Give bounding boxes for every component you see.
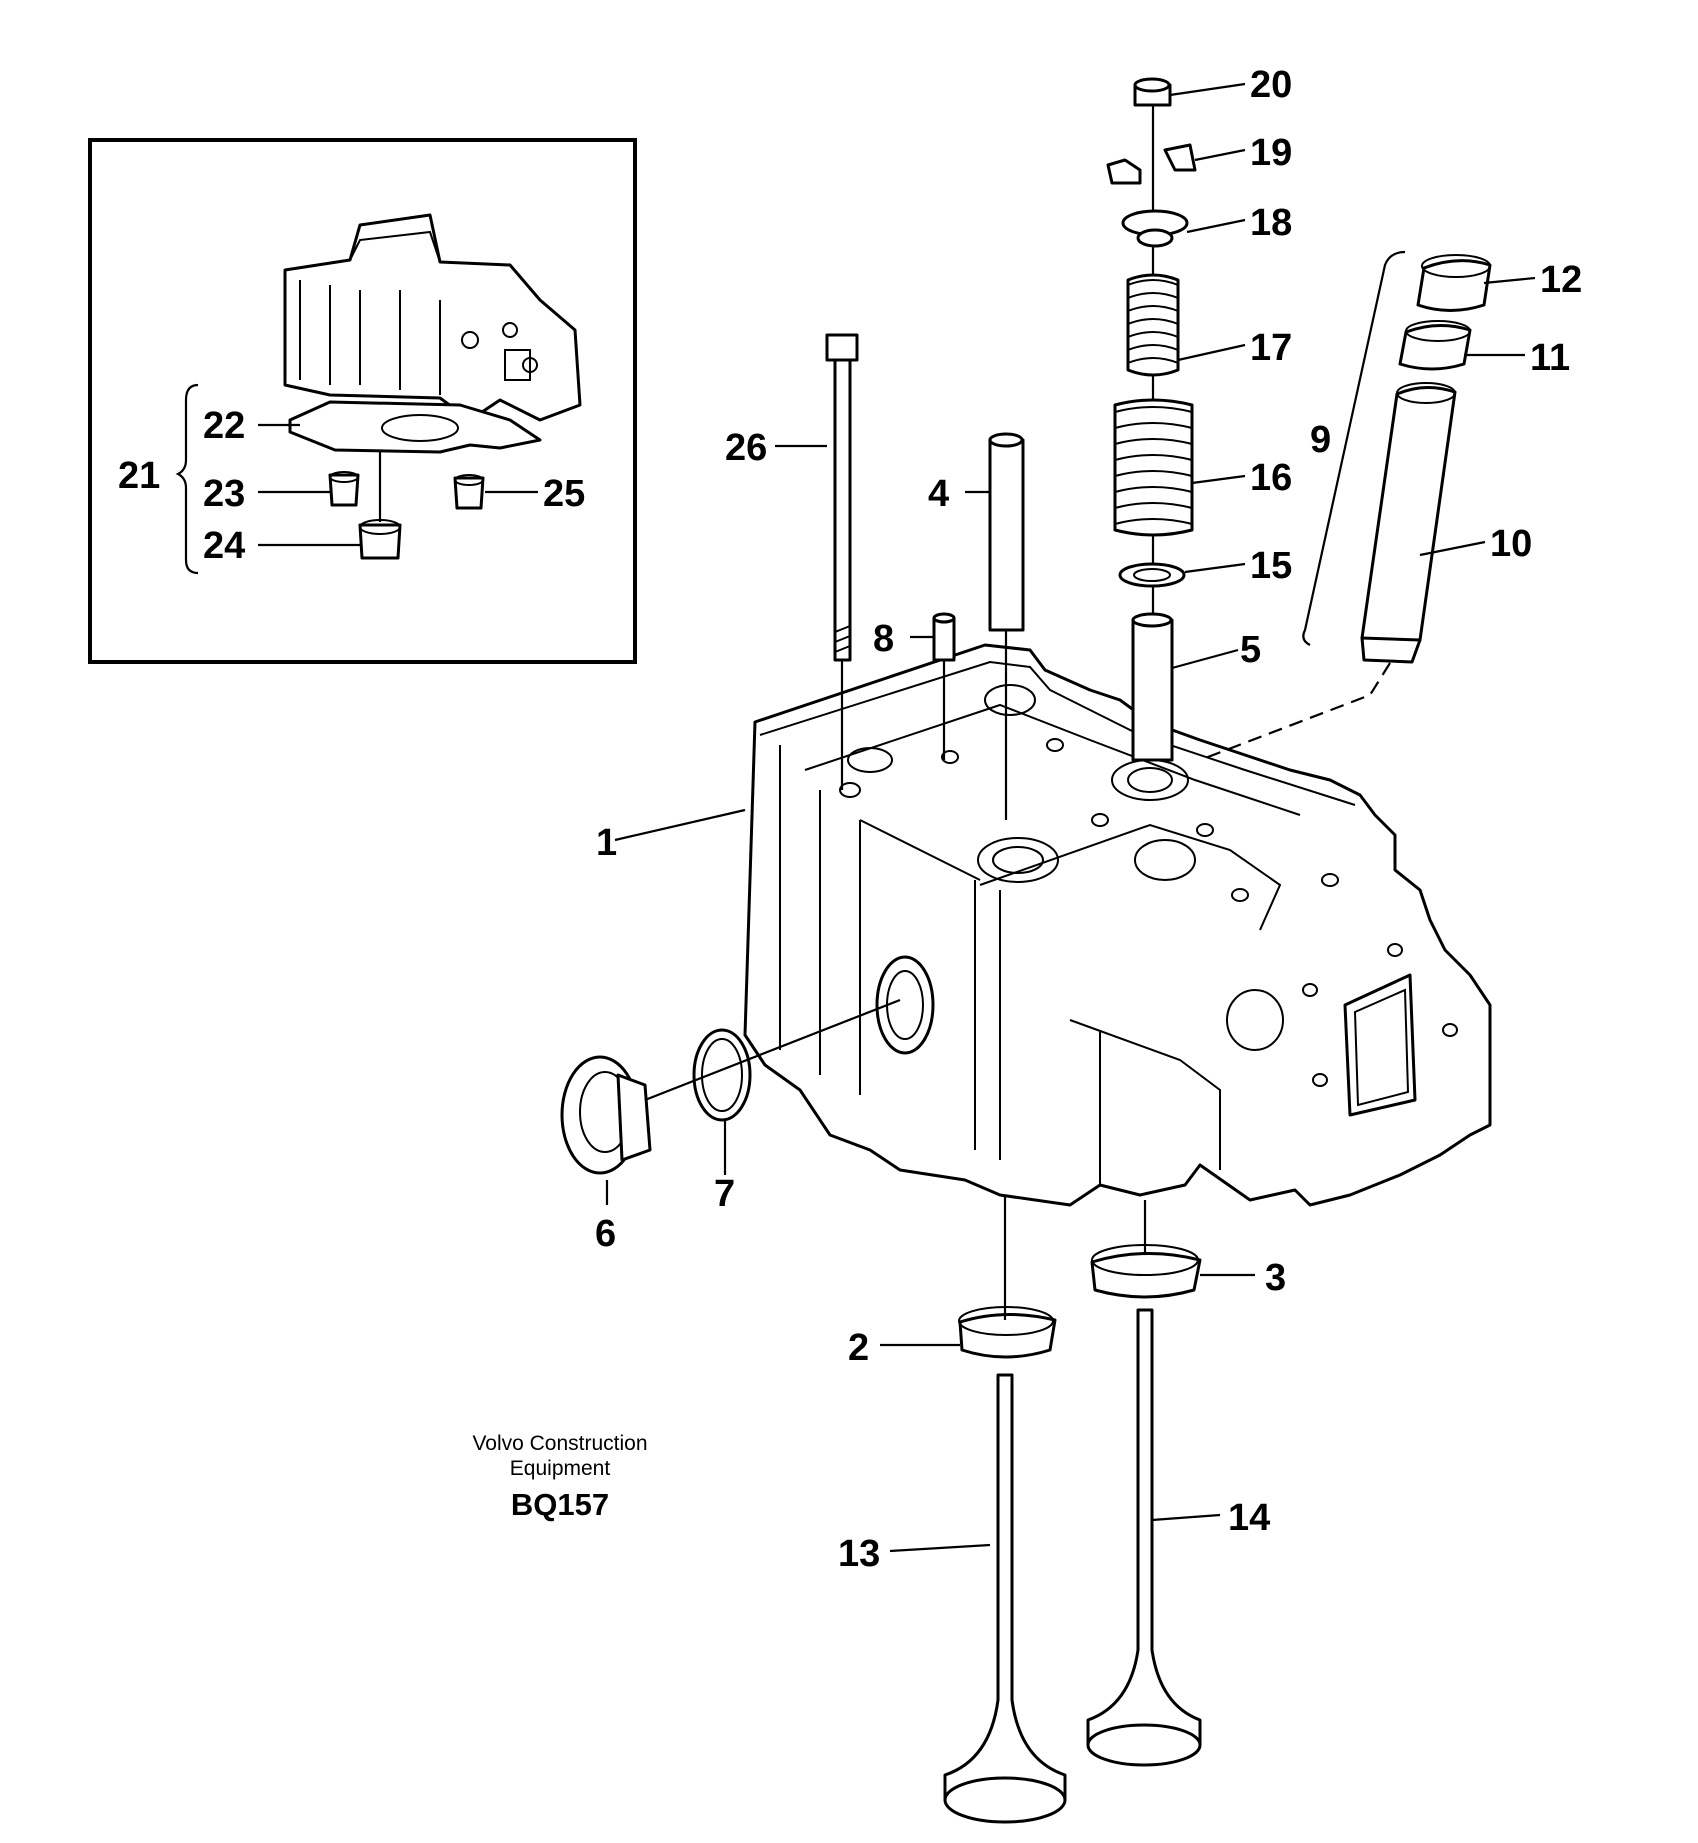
valve-guide-4: [988, 432, 1025, 820]
valve-14: [1086, 1308, 1202, 1767]
valve-guide-5: [1131, 612, 1174, 762]
callout-14: 14: [1228, 1497, 1270, 1539]
valve-seat-2: [958, 1306, 1057, 1359]
callout-15: 15: [1250, 545, 1292, 587]
callout-26: 26: [725, 427, 767, 469]
inset-plug-24: [358, 519, 402, 560]
callout-9: 9: [1310, 419, 1331, 461]
caption-equipment: Equipment: [510, 1457, 611, 1480]
callout-13: 13: [838, 1533, 880, 1575]
spring-seat-15: [1118, 562, 1186, 588]
callout-3: 3: [1265, 1257, 1286, 1299]
callout-labels: 1 2 3 4 5 6 7 8 9 10 11 12 13 14 15 16 1…: [118, 64, 1582, 1575]
callout-8: 8: [873, 618, 894, 660]
valve-collets-19: [1106, 143, 1197, 185]
figure-reference: BQ157: [511, 1487, 609, 1522]
spring-retainer-18: [1121, 209, 1189, 248]
inset-plug-23: [328, 471, 360, 507]
ring-11: [1398, 320, 1472, 371]
callout-5: 5: [1240, 629, 1261, 671]
bolt-26: [825, 333, 859, 790]
inset-cylinder-head: [283, 213, 582, 422]
inset-gasket-22: [288, 400, 542, 454]
caption-company: Volvo Construction: [472, 1432, 647, 1455]
inner-spring-17: [1126, 273, 1180, 377]
callout-leaders: [605, 82, 1536, 1553]
callout-7: 7: [714, 1173, 735, 1215]
callout-22: 22: [203, 405, 245, 447]
callout-19: 19: [1250, 132, 1292, 174]
inset-panel: [88, 138, 637, 664]
callout-23: 23: [203, 473, 245, 515]
plug-6: [560, 1055, 652, 1175]
figure-caption: Volvo Construction Equipment BQ157: [472, 1432, 647, 1522]
valve-13: [943, 1373, 1067, 1824]
callout-20: 20: [1250, 64, 1292, 106]
ring-12: [1416, 254, 1492, 312]
callout-25: 25: [543, 473, 585, 515]
callout-21: 21: [118, 455, 160, 497]
inset-plug-25: [453, 474, 485, 510]
injector-sleeve-group-9: [1199, 250, 1492, 762]
valve-stack: [1106, 77, 1197, 762]
valve-cap-20: [1133, 77, 1172, 107]
sleeve-10: [1360, 382, 1457, 664]
callout-6: 6: [595, 1213, 616, 1255]
callout-4: 4: [928, 473, 949, 515]
group-brace-21: [175, 383, 199, 575]
callout-12: 12: [1540, 259, 1582, 301]
callout-10: 10: [1490, 523, 1532, 565]
callout-24: 24: [203, 525, 245, 567]
dowel-pin-8: [932, 612, 956, 760]
callout-18: 18: [1250, 202, 1292, 244]
group-bracket-9: [1302, 250, 1406, 646]
callout-11: 11: [1530, 337, 1570, 379]
callout-16: 16: [1250, 457, 1292, 499]
seal-ring-7: [692, 1028, 752, 1122]
outer-spring-16: [1113, 398, 1194, 537]
callout-17: 17: [1250, 327, 1292, 369]
callout-1: 1: [596, 822, 617, 864]
callout-2: 2: [848, 1327, 869, 1369]
cylinder-head-1: [743, 643, 1492, 1207]
